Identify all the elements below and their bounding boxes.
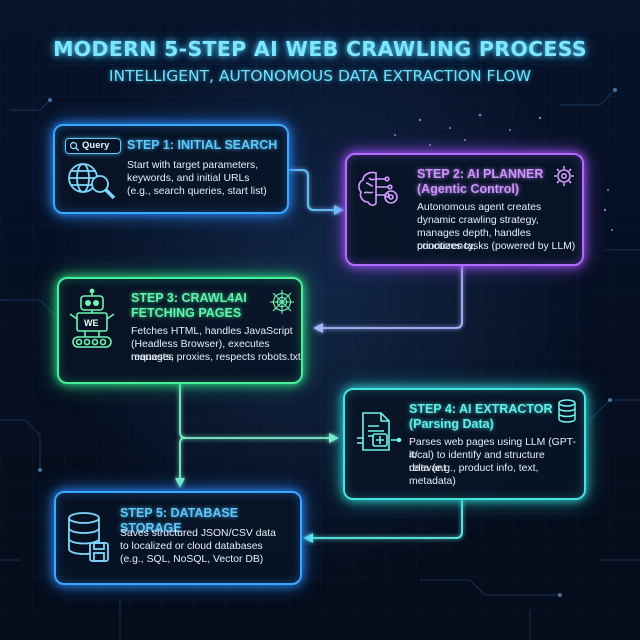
step-2-text-line-1: Autonomous agent creates bbox=[417, 202, 542, 213]
step-4-card: STEP 4: AI EXTRACTOR (Parsing Data) Pars… bbox=[343, 388, 586, 500]
spider-web-icon bbox=[270, 290, 294, 314]
step-2-card: STEP 2: AI PLANNER (Agentic Control) Aut… bbox=[345, 153, 584, 266]
step-4-text-line-1: Parses web pages using LLM (GPT-4/ bbox=[409, 437, 576, 462]
step-5-text-line-1: Saves structured JSON/CSV data bbox=[120, 528, 276, 539]
step-2-text-line-4: prioritizes tasks (powered by LLM) bbox=[417, 241, 576, 252]
arrowhead-4-5 bbox=[303, 533, 313, 543]
robot-icon bbox=[69, 288, 115, 348]
step-2-title: STEP 2: AI PLANNER bbox=[417, 167, 544, 181]
step-3-card: WE STEP 3: CRAWL4AI FETCHING PAGES Fetch… bbox=[57, 277, 303, 384]
search-icon bbox=[69, 141, 80, 151]
step-2-text-line-3: manages depth, handles concurrency, bbox=[417, 228, 531, 253]
step-5-card: STEP 5: DATABASE STORAGE Saves structure… bbox=[54, 491, 302, 585]
connector-1-2 bbox=[288, 169, 336, 211]
step-3-subtitle: FETCHING PAGES bbox=[131, 306, 242, 320]
page-title: MODERN 5-STEP AI WEB CRAWLING PROCESS bbox=[53, 37, 587, 61]
query-search-box: Query bbox=[65, 138, 121, 154]
step-3-text-line-2: (Headless Browser), executes requests, bbox=[131, 339, 270, 364]
step-5-title: STEP 5: DATABASE STORAGE bbox=[120, 506, 239, 535]
connector-4-5 bbox=[312, 500, 463, 539]
step-2-subtitle: (Agentic Control) bbox=[417, 182, 520, 196]
step-1-title: STEP 1: INITIAL SEARCH bbox=[127, 138, 278, 152]
step-1-text-line-3: (e.g., search queries, start list) bbox=[127, 186, 267, 197]
arrowhead-3-4 bbox=[329, 433, 339, 443]
brain-circuit-icon bbox=[358, 171, 398, 206]
database-icon bbox=[558, 399, 576, 423]
step-3-text-line-1: Fetches HTML, handles JavaScript bbox=[131, 326, 293, 337]
step-1-card: Query STEP 1: INITIAL SEARCH Start with … bbox=[53, 124, 289, 214]
document-parse-icon bbox=[357, 412, 402, 451]
arrowhead-3-5 bbox=[175, 478, 185, 488]
step-1-text-line-1: Start with target parameters, bbox=[127, 160, 259, 171]
connector-2-3 bbox=[322, 266, 463, 329]
step-3-title: STEP 3: CRAWL4AI bbox=[131, 291, 247, 305]
step-3-text-line-3: manages proxies, respects robots.txt bbox=[131, 352, 301, 363]
query-label: Query bbox=[82, 140, 110, 151]
step-4-title: STEP 4: AI EXTRACTOR bbox=[409, 402, 553, 416]
arrowhead-2-3 bbox=[313, 323, 323, 333]
step-2-text-line-2: dynamic crawling strategy, bbox=[417, 215, 539, 226]
globe-magnifier-icon bbox=[68, 163, 116, 200]
step-4-text-line-3: data (e.g., product info, text, metadata… bbox=[409, 463, 539, 488]
connector-3-5 bbox=[179, 437, 186, 478]
step-1-text-line-2: keywords, and initial URLs bbox=[127, 173, 250, 184]
page-subtitle: INTELLIGENT, AUTONOMOUS DATA EXTRACTION … bbox=[108, 67, 532, 85]
step-4-subtitle: (Parsing Data) bbox=[409, 417, 494, 431]
step-5-text-line-3: (e.g., SQL, NoSQL, Vector DB) bbox=[120, 554, 264, 565]
database-save-icon bbox=[68, 512, 109, 562]
step-4-text-line-2: local) to identify and structure relevan… bbox=[409, 450, 545, 475]
robot-screen-label: WE bbox=[84, 318, 99, 328]
step-5-text-line-2: to localized or cloud databases bbox=[120, 541, 263, 552]
gear-icon bbox=[554, 166, 574, 186]
arrowhead-1-2 bbox=[334, 205, 344, 215]
